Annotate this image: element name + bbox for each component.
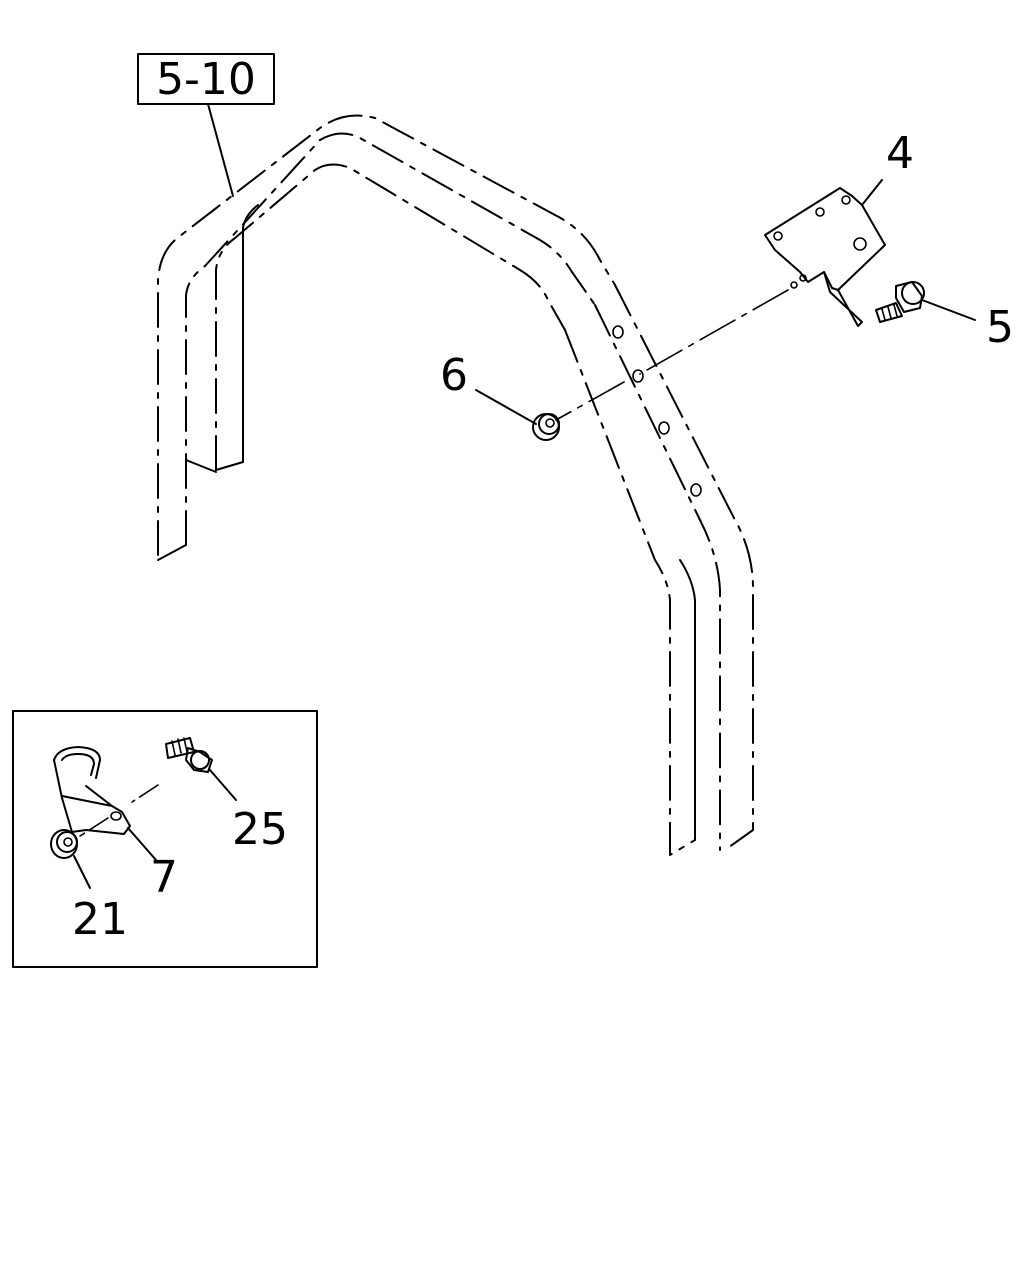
frame-hole <box>612 325 624 339</box>
reference-leader <box>207 103 234 197</box>
frame-hole <box>658 421 670 435</box>
frame-hole <box>632 369 644 383</box>
leader-5 <box>921 299 976 321</box>
leader-21 <box>73 855 91 889</box>
reference-label: 5-10 <box>156 54 256 105</box>
callout-5: 5 <box>986 302 1014 353</box>
leader-4 <box>861 179 883 206</box>
nut-part <box>532 413 560 441</box>
callout-6: 6 <box>440 350 468 401</box>
frame-hoop <box>157 114 754 856</box>
leader-6 <box>475 389 537 425</box>
frame-hole <box>690 483 702 497</box>
assembly-centerline <box>555 289 789 421</box>
clip-part <box>53 746 131 835</box>
clip-bolt-part <box>165 737 213 773</box>
callout-21: 21 <box>72 894 128 945</box>
bracket-part <box>764 187 886 327</box>
reference-box: 5-10 <box>137 53 275 197</box>
callout-25: 25 <box>232 804 288 855</box>
callout-7: 7 <box>150 852 178 903</box>
leader-25 <box>209 769 237 801</box>
detail-inset: 25 7 21 <box>12 710 318 968</box>
leader-7 <box>127 827 157 861</box>
callout-4: 4 <box>886 128 914 179</box>
bolt-part <box>875 281 925 323</box>
flange-nut-part <box>50 829 78 859</box>
